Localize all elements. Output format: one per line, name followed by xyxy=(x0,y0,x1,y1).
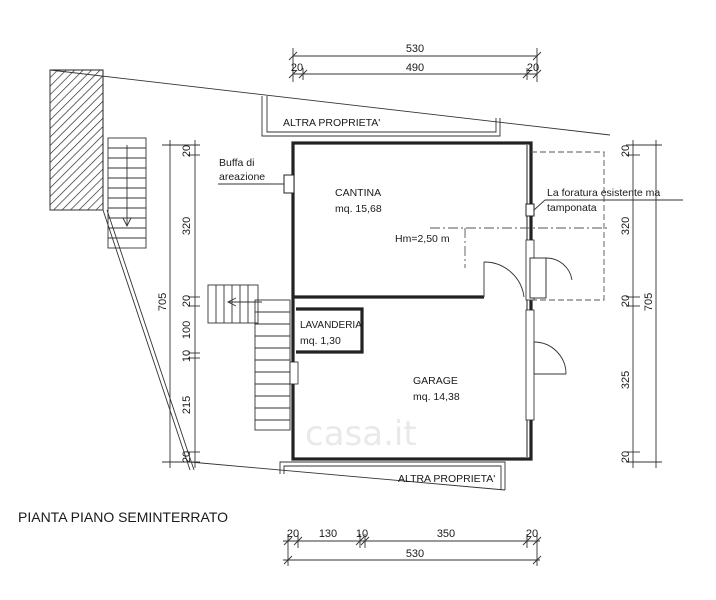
dim-bottom-a: 20 xyxy=(287,528,299,540)
room-cantina-area: mq. 15,68 xyxy=(335,203,382,215)
dim-bottom-d: 350 xyxy=(437,528,455,540)
dim-left-c: 20 xyxy=(181,295,193,307)
dim-bottom-c: 10 xyxy=(356,528,368,540)
dim-top-right: 20 xyxy=(527,62,539,74)
neighbour-top-strip xyxy=(261,96,501,137)
dim-left-e: 10 xyxy=(181,350,193,362)
room-garage-name: GARAGE xyxy=(413,375,458,387)
dim-right-b: 320 xyxy=(620,217,632,235)
watermark: casa.it xyxy=(305,414,417,454)
dim-right-total: 705 xyxy=(643,293,655,311)
room-cantina-name: CANTINA xyxy=(335,187,381,199)
openings xyxy=(283,174,573,421)
note-foratura-line2: tamponata xyxy=(547,202,597,214)
dim-bottom-e: 20 xyxy=(526,528,538,540)
room-lavanderia-area: mq. 1,30 xyxy=(300,335,341,347)
dim-left-f: 215 xyxy=(181,396,193,414)
dimension-top xyxy=(288,48,542,82)
dim-bottom-b: 130 xyxy=(319,528,337,540)
note-altra-bottom: ALTRA PROPRIETA' xyxy=(398,473,495,485)
dim-left-g: 20 xyxy=(181,451,193,463)
note-buffa-line2: areazione xyxy=(219,171,265,183)
dim-left-total: 705 xyxy=(157,293,169,311)
plan-title: PIANTA PIANO SEMINTERRATO xyxy=(18,509,228,525)
room-garage-area: mq. 14,38 xyxy=(413,391,460,403)
dim-right-e: 20 xyxy=(620,451,632,463)
dimension-bottom xyxy=(283,534,542,566)
site-boundary-lines xyxy=(49,69,611,491)
room-lavanderia-name: LAVANDERIA xyxy=(300,320,362,331)
leader-lines xyxy=(218,183,683,211)
dim-top-left: 20 xyxy=(291,62,303,74)
stair-lower xyxy=(207,284,291,431)
dimension-right xyxy=(626,140,662,468)
dim-top-total: 530 xyxy=(406,43,424,55)
terrain-hatch xyxy=(49,69,104,211)
stair-upper xyxy=(107,137,147,249)
note-foratura-line1: La foratura esistente ma xyxy=(547,187,660,199)
dim-left-d: 100 xyxy=(181,321,193,339)
dim-bottom-total: 530 xyxy=(406,548,424,560)
dim-right-a: 20 xyxy=(620,145,632,157)
room-height-note: Hm=2,50 m xyxy=(395,233,450,245)
note-altra-top: ALTRA PROPRIETA' xyxy=(283,117,380,129)
building-walls xyxy=(291,141,533,461)
dimension-left xyxy=(162,140,200,468)
neighbour-bottom-strip xyxy=(279,461,506,490)
dim-right-d: 325 xyxy=(620,371,632,389)
dim-right-c: 20 xyxy=(620,295,632,307)
dim-left-b: 320 xyxy=(181,217,193,235)
note-buffa-line1: Buffa di xyxy=(219,157,254,169)
existing-opening-outline xyxy=(430,151,610,301)
dim-left-a: 20 xyxy=(181,145,193,157)
dim-top-mid: 490 xyxy=(406,62,424,74)
